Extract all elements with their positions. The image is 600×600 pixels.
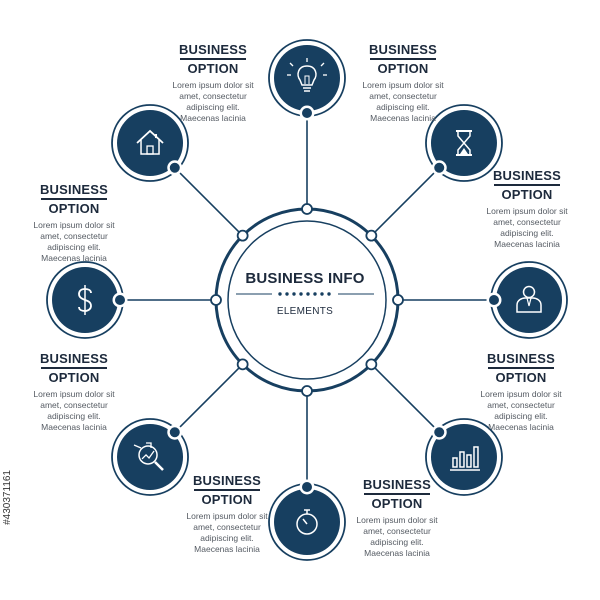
option-title-line2: OPTION	[488, 367, 554, 385]
user-icon	[516, 285, 542, 313]
ring-junction-dot	[236, 229, 249, 242]
option-top: BUSINESS OPTION Lorem ipsum dolor sit am…	[338, 42, 468, 124]
connector-line	[370, 167, 440, 237]
connector-group	[120, 113, 494, 487]
option-top-left: BUSINESS OPTION Lorem ipsum dolor sit am…	[148, 42, 278, 124]
option-description: Lorem ipsum dolor sit amet, consectetur …	[486, 206, 568, 249]
magnifier-chart-icon	[133, 442, 164, 471]
node-fill	[496, 267, 562, 333]
ring-junction-dot	[392, 294, 404, 306]
stopwatch-icon	[296, 509, 318, 535]
option-title-line2: OPTION	[370, 58, 436, 76]
option-bottom: BUSINESS OPTION Lorem ipsum dolor sit am…	[162, 473, 292, 555]
bar-chart-icon	[449, 446, 480, 471]
center-title: BUSINESS INFO	[245, 270, 365, 287]
option-description: Lorem ipsum dolor sit amet, consectetur …	[356, 515, 438, 558]
option-right: BUSINESS OPTION Lorem ipsum dolor sit am…	[456, 351, 586, 433]
ring-junction-dot	[365, 358, 378, 371]
option-title: BUSINESS OPTION	[462, 168, 592, 202]
connector-line	[174, 167, 244, 237]
node-knot-dot	[169, 162, 180, 173]
option-title-line2: OPTION	[494, 184, 560, 202]
lightbulb-icon	[287, 58, 327, 92]
option-title-line1: BUSINESS	[368, 42, 438, 57]
ring-junction-dot	[365, 229, 378, 242]
center-inner-ring	[227, 220, 387, 380]
ring-junction-dot	[236, 358, 249, 371]
option-title-line2: OPTION	[364, 493, 430, 511]
center-subtitle: ELEMENTS	[276, 306, 334, 317]
option-title-line2: OPTION	[194, 489, 260, 507]
node-fill	[274, 45, 340, 111]
option-title: BUSINESS OPTION	[9, 182, 139, 216]
option-description: Lorem ipsum dolor sit amet, consectetur …	[172, 80, 254, 123]
node-knot-dot	[169, 427, 180, 438]
option-bottom-left: BUSINESS OPTION Lorem ipsum dolor sit am…	[9, 351, 139, 433]
option-title: BUSINESS OPTION	[162, 473, 292, 507]
option-title-line1: BUSINESS	[39, 351, 109, 366]
option-node-left	[46, 261, 128, 339]
node-knot-dot	[302, 482, 312, 492]
option-description: Lorem ipsum dolor sit amet, consectetur …	[186, 511, 268, 554]
option-title-line2: OPTION	[180, 58, 246, 76]
option-title: BUSINESS OPTION	[9, 351, 139, 385]
option-title: BUSINESS OPTION	[332, 477, 462, 511]
option-title-line1: BUSINESS	[192, 473, 262, 488]
node-knot-dot	[434, 427, 445, 438]
option-title: BUSINESS OPTION	[338, 42, 468, 76]
option-description: Lorem ipsum dolor sit amet, consectetur …	[33, 220, 115, 263]
option-top-right: BUSINESS OPTION Lorem ipsum dolor sit am…	[462, 168, 592, 250]
ring-junction-dot	[301, 385, 313, 397]
connector-line	[370, 363, 440, 433]
option-description: Lorem ipsum dolor sit amet, consectetur …	[33, 389, 115, 432]
option-node-top-left	[111, 104, 189, 182]
option-title-line1: BUSINESS	[492, 168, 562, 183]
option-title-line1: BUSINESS	[178, 42, 248, 57]
option-node-top	[268, 39, 346, 121]
option-left: BUSINESS OPTION Lorem ipsum dolor sit am…	[9, 182, 139, 264]
option-title: BUSINESS OPTION	[148, 42, 278, 76]
option-description: Lorem ipsum dolor sit amet, consectetur …	[362, 80, 444, 123]
option-title-line1: BUSINESS	[39, 182, 109, 197]
ring-junction-dot	[301, 203, 313, 215]
option-description: Lorem ipsum dolor sit amet, consectetur …	[480, 389, 562, 432]
option-node-right	[486, 261, 568, 339]
option-title-line2: OPTION	[41, 198, 107, 216]
center-dotted-divider	[236, 292, 374, 296]
option-title-line1: BUSINESS	[486, 351, 556, 366]
option-title-line1: BUSINESS	[362, 477, 432, 492]
option-node-bottom-right	[425, 418, 503, 496]
option-node-top-right	[425, 104, 503, 182]
node-knot-dot	[489, 295, 499, 305]
node-knot-dot	[302, 108, 312, 118]
home-icon	[136, 129, 164, 155]
option-title: BUSINESS OPTION	[456, 351, 586, 385]
dollar-icon	[78, 285, 92, 315]
stock-id: #430371161	[2, 470, 13, 525]
node-knot-dot	[434, 162, 445, 173]
ring-junction-dot	[210, 294, 222, 306]
option-node-bottom	[268, 479, 346, 561]
node-knot-dot	[115, 295, 125, 305]
node-fill	[274, 489, 340, 555]
hourglass-icon	[455, 130, 472, 157]
option-title-line2: OPTION	[41, 367, 107, 385]
node-group	[46, 39, 568, 561]
option-node-bottom-left	[111, 418, 189, 496]
option-bottom-right: BUSINESS OPTION Lorem ipsum dolor sit am…	[332, 477, 462, 559]
connector-line	[174, 363, 244, 433]
node-fill	[117, 110, 184, 177]
center-label: BUSINESS INFO ELEMENTS	[230, 270, 380, 317]
